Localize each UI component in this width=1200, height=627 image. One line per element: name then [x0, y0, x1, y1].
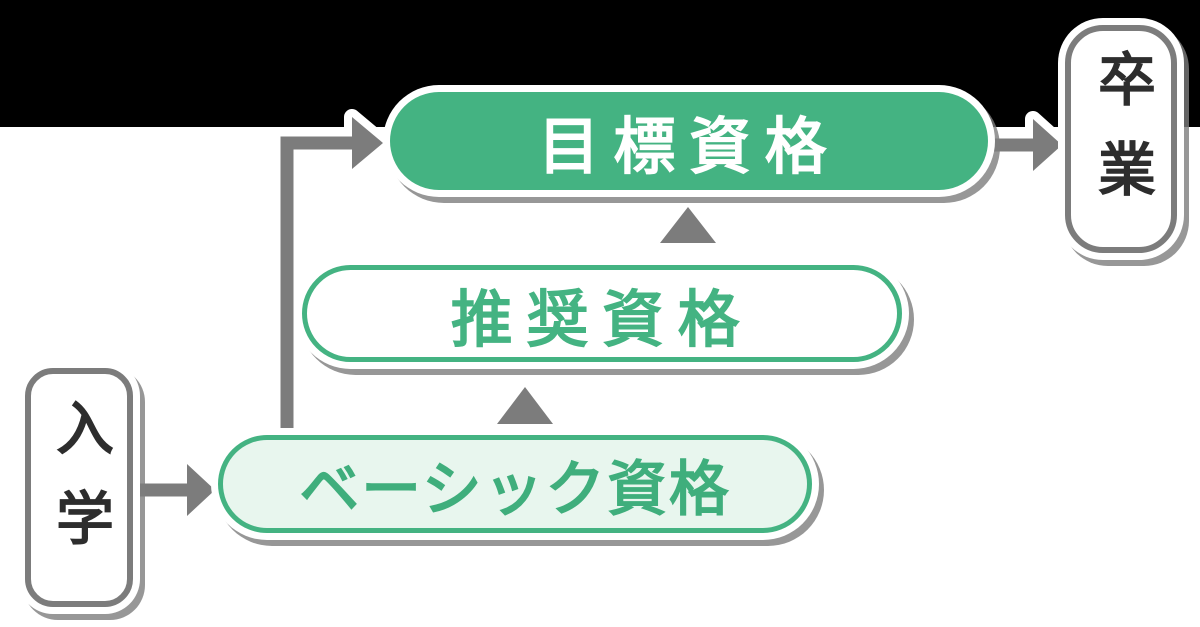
enrollment-label: 入学 — [47, 397, 112, 578]
basic-qualification-label: ベーシック資格 — [299, 455, 731, 523]
arrow-basic-to-goal — [280, 117, 383, 437]
graduation-label: 卒業 — [1089, 49, 1154, 229]
arrow-up-recommended-to-goal — [660, 207, 716, 243]
goal-qualification-node: 目標資格 — [390, 92, 988, 190]
enrollment-node: 入学 — [25, 368, 133, 607]
basic-qualification-node: ベーシック資格 — [218, 435, 812, 533]
recommended-qualification-label: 推奨資格 — [450, 285, 754, 355]
arrow-goal-to-graduate — [985, 119, 1062, 171]
goal-qualification-label: 目標資格 — [537, 113, 841, 182]
graduation-node: 卒業 — [1065, 25, 1177, 253]
recommended-qualification-node: 推奨資格 — [302, 265, 902, 362]
arrow-enroll-to-basic — [133, 464, 215, 516]
arrow-up-basic-to-recommended — [497, 387, 553, 424]
